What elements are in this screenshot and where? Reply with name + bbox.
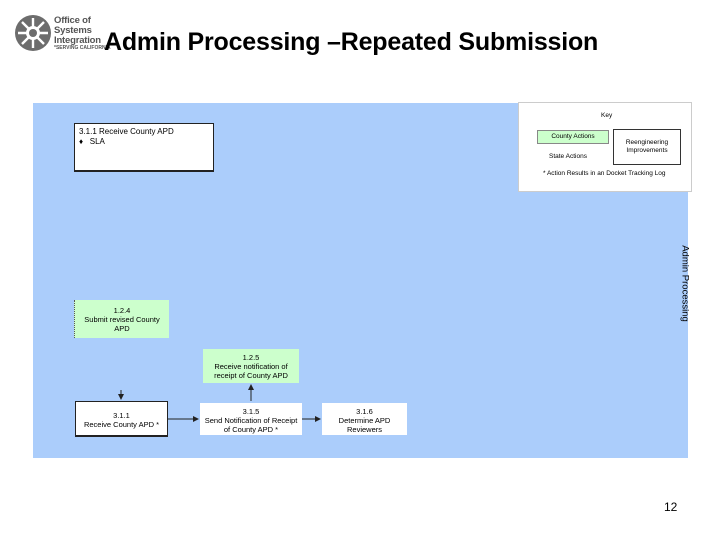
page-number: 12: [664, 500, 678, 514]
node-submit-revised-apd: 1.2.4 Submit revised County APD: [74, 300, 169, 338]
diagram-key: Key County Actions Reengineering Improve…: [518, 102, 692, 192]
flow-arrows: [118, 384, 321, 422]
key-note: * Action Results in an Docket Tracking L…: [543, 170, 666, 177]
node-id: 3.1.1: [113, 411, 130, 420]
node-bullet-row: ♦ SLA: [79, 137, 209, 147]
node-receive-county-apd-sla: 3.1.1 Receive County APD ♦ SLA: [74, 123, 214, 172]
key-state-actions: State Actions: [549, 153, 587, 160]
bullet-icon: ♦: [79, 137, 84, 146]
slide-title: Admin Processing –Repeated Submission: [104, 28, 599, 56]
key-title: Key: [601, 112, 613, 119]
node-id: 3.1.6: [356, 407, 373, 416]
node-text: Submit revised County APD: [84, 315, 160, 333]
swimlane-label-text: Admin Processing: [679, 245, 691, 322]
node-text: Determine APD Reviewers: [338, 416, 391, 434]
logo-line-3: Integration: [54, 35, 101, 46]
node-receive-notification: 1.2.5 Receive notification of receipt of…: [203, 349, 299, 383]
osi-logo: Office of Systems Integration *SERVING C…: [14, 14, 124, 56]
osi-logo-icon: [15, 15, 51, 51]
logo-tagline: *SERVING CALIFORNIA: [54, 45, 111, 51]
node-text: Receive County APD *: [83, 420, 160, 429]
process-diagram: 3.1.1 Receive County APD ♦ SLA 1.2.4 Sub…: [33, 102, 692, 458]
key-reengineering: Reengineering Improvements: [613, 129, 681, 165]
node-title: 3.1.1 Receive County APD: [79, 127, 174, 136]
node-receive-county-apd: 3.1.1 Receive County APD *: [75, 401, 168, 437]
node-id: 1.2.5: [242, 353, 260, 362]
node-send-notification: 3.1.5 Send Notification of Receipt of Co…: [200, 403, 302, 435]
logo-line-2: Systems: [54, 25, 92, 36]
swimlane-label: Admin Processing: [675, 238, 691, 328]
key-county-actions: County Actions: [537, 130, 609, 144]
node-determine-reviewers: 3.1.6 Determine APD Reviewers: [322, 403, 407, 435]
node-text: Receive notification of receipt of Count…: [214, 362, 288, 380]
node-id: 1.2.4: [113, 306, 131, 315]
node-text: Send Notification of Receipt of County A…: [204, 416, 298, 434]
logo-line-1: Office of: [54, 15, 91, 26]
logo-text: Office of Systems Integration: [54, 16, 101, 46]
node-bullet-text: SLA: [89, 137, 105, 146]
node-id: 3.1.5: [242, 407, 260, 416]
